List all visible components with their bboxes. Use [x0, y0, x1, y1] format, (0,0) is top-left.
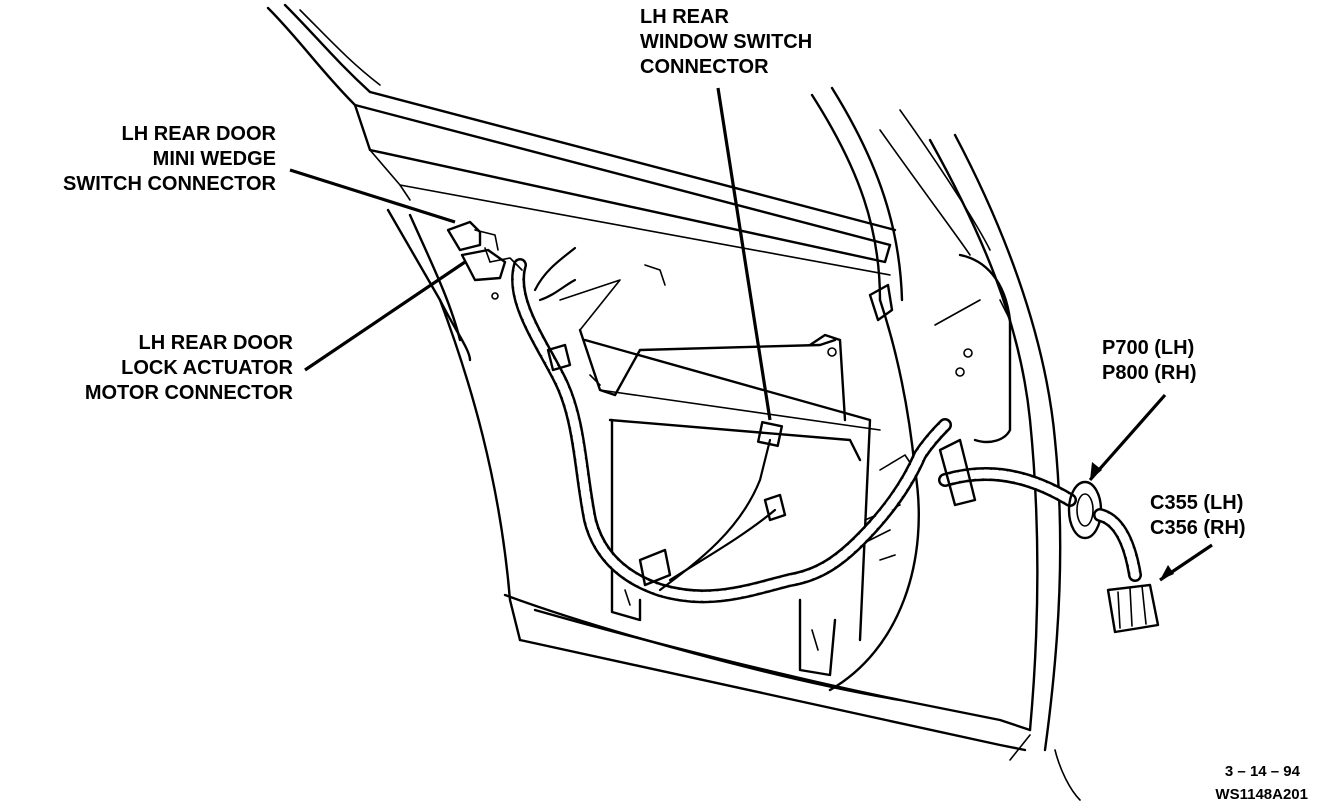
callout-c355-c356: C355 (LH) C356 (RH) — [1150, 491, 1246, 541]
callout-lock-actuator-motor-connector: LH REAR DOOR LOCK ACTUATOR MOTOR CONNECT… — [85, 331, 293, 406]
callout-line: LH REAR DOOR — [138, 332, 293, 354]
callout-line: MOTOR CONNECTOR — [84, 382, 293, 404]
callout-line: LOCK ACTUATOR — [121, 357, 293, 379]
harness-grommet — [938, 438, 1142, 582]
mini-wedge-connector-shape — [446, 220, 499, 263]
callout-line: LH REAR DOOR — [121, 123, 276, 145]
callout-line: LH REAR — [640, 6, 729, 28]
callout-line: WINDOW SWITCH — [640, 31, 813, 53]
door-window-frame — [266, 3, 904, 322]
footer-date: 3 – 14 – 94 — [1224, 763, 1300, 780]
callout-line: P800 (RH) — [1102, 362, 1197, 384]
leader-mini-wedge — [289, 168, 456, 224]
callout-window-switch-connector: LH REAR WINDOW SWITCH CONNECTOR — [640, 5, 812, 80]
callout-mini-wedge-switch-connector: LH REAR DOOR MINI WEDGE SWITCH CONNECTOR — [63, 122, 276, 197]
leader-lines — [289, 87, 1213, 582]
callout-line: P700 (LH) — [1102, 337, 1195, 359]
footer-figure-id: WS1148A201 — [1215, 786, 1308, 803]
leader-window-switch — [716, 87, 772, 421]
callout-line: MINI WEDGE — [152, 148, 276, 170]
leader-p-connector — [1088, 393, 1167, 482]
arrowhead-p — [1090, 462, 1102, 480]
callout-line: C355 (LH) — [1150, 492, 1244, 514]
door-inner-panel — [559, 264, 916, 677]
c-connector-body — [1106, 583, 1160, 634]
arrowhead-c — [1160, 565, 1174, 580]
callout-line: C356 (RH) — [1150, 517, 1246, 539]
lock-actuator-connector-shape — [460, 248, 523, 300]
leader-lock-actuator — [304, 260, 466, 372]
callout-line: CONNECTOR — [640, 56, 769, 78]
callout-p700-p800: P700 (LH) P800 (RH) — [1102, 336, 1196, 386]
callout-line: SWITCH CONNECTOR — [63, 173, 276, 195]
door-shell — [386, 109, 1081, 801]
wiring-harness — [511, 246, 952, 604]
